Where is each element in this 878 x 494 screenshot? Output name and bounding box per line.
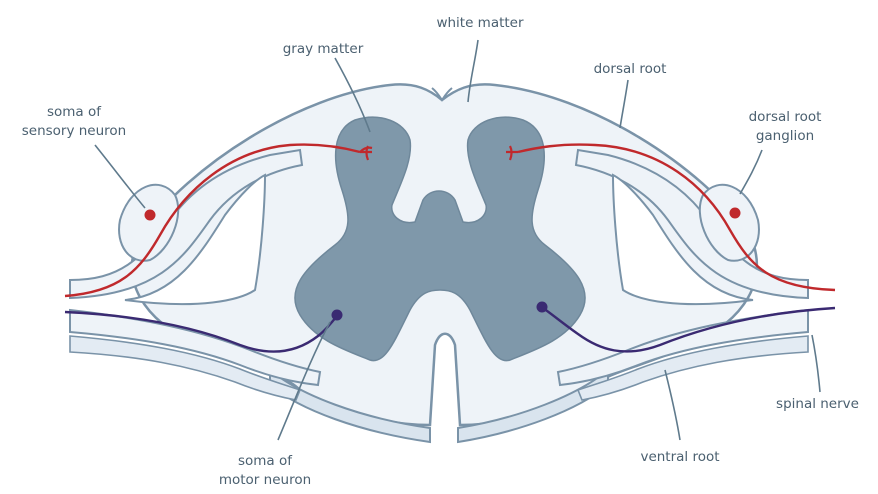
label-dorsal-root-ganglion-line1: dorsal root [730,108,840,127]
label-ventral-root: ventral root [620,448,740,467]
label-spinal-nerve: spinal nerve [760,395,875,414]
leader-soma-sensory [95,145,145,208]
label-dorsal-root: dorsal root [580,60,680,79]
label-soma-sensory-neuron: soma of sensory neuron [4,103,144,141]
label-white-matter: white matter [430,14,530,33]
right-sensory-soma [730,208,741,219]
label-soma-motor-line2: motor neuron [200,471,330,490]
right-motor-soma [537,302,548,313]
label-gray-matter: gray matter [268,40,378,59]
label-soma-sensory-line2: sensory neuron [4,122,144,141]
label-soma-sensory-line1: soma of [4,103,144,122]
leader-ventral-root [665,370,680,440]
leader-spinal-nerve [812,335,820,392]
left-sensory-soma [145,210,156,221]
label-dorsal-root-ganglion-line2: ganglion [730,127,840,146]
label-dorsal-root-ganglion: dorsal root ganglion [730,108,840,146]
leader-dorsal-root [620,80,628,128]
label-soma-motor-line1: soma of [200,452,330,471]
leader-dorsal-root-ganglion [740,150,762,194]
left-motor-soma [332,310,343,321]
label-soma-motor-neuron: soma of motor neuron [200,452,330,490]
